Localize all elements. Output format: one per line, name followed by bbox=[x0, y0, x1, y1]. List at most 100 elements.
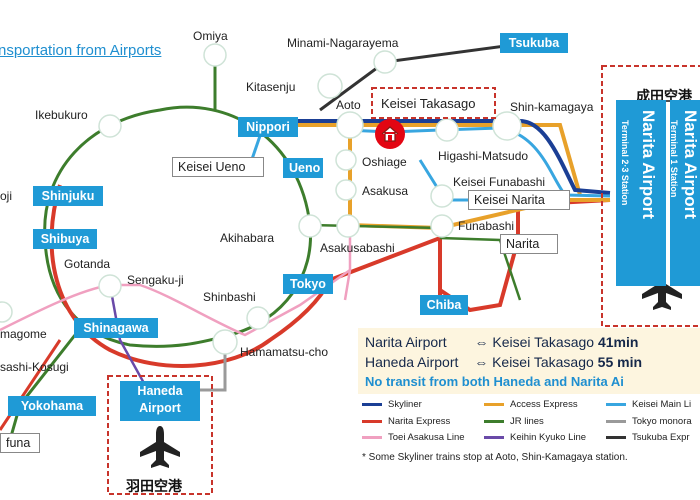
label-asakusa: Asakusa bbox=[362, 184, 409, 198]
legend-jr-lines: JR lines bbox=[484, 416, 544, 428]
legend-swatch-tokyo-monorail bbox=[606, 419, 626, 423]
station-kitasenju-node bbox=[317, 73, 343, 99]
label-joji: oji bbox=[0, 189, 13, 203]
plane-icon-narita bbox=[642, 268, 682, 310]
narita-airport-label-cut: Narita Airport bbox=[681, 110, 700, 219]
toei-asakusa-line bbox=[0, 225, 352, 337]
box-chiba: Chiba bbox=[420, 295, 468, 315]
label-asakusabashi: Asakusabashi bbox=[320, 241, 395, 255]
legend-skyliner: Skyliner bbox=[362, 399, 422, 411]
label-magome: magome bbox=[0, 327, 47, 341]
legend-swatch-keisei-main bbox=[606, 402, 626, 406]
box-haneda-airport: Haneda Airport bbox=[120, 381, 200, 421]
station-oshiage-node bbox=[335, 149, 357, 171]
station-shin-kamagaya-node bbox=[492, 111, 522, 141]
info-row1-to: ⇔ Keisei Takasago bbox=[474, 334, 595, 350]
map-title: nsportation from Airports bbox=[0, 42, 162, 59]
legend-label-keihin-kyuko: Keihin Kyuko Line bbox=[510, 432, 587, 443]
legend-label-skyliner: Skyliner bbox=[388, 399, 422, 410]
legend-swatch-toei-asakusa bbox=[362, 435, 382, 439]
station-asakusa-node bbox=[335, 179, 357, 201]
label-gotanda: Gotanda bbox=[64, 257, 111, 271]
legend-narita-express: Narita Express bbox=[362, 416, 450, 428]
info-row3: No transit from both Haneda and Narita A… bbox=[365, 374, 624, 389]
legend-toei-asakusa: Toei Asakusa Line bbox=[362, 432, 465, 444]
label-hamamatsu-cho: Hamamatsu-cho bbox=[240, 345, 329, 359]
info-row2-time: 55 min bbox=[597, 354, 643, 370]
legend-swatch-narita-express bbox=[362, 419, 382, 423]
legend-tsukuba-express: Tsukuba Expr bbox=[606, 432, 690, 444]
station-keisei-funabashi-node bbox=[430, 184, 454, 208]
legend-label-jr-lines: JR lines bbox=[510, 416, 544, 427]
box-narita: Narita bbox=[500, 234, 558, 254]
station-aoto-node bbox=[336, 111, 364, 139]
station-hamamatsu-cho-node bbox=[212, 329, 238, 355]
label-kitasenju: Kitasenju bbox=[246, 80, 296, 94]
home-icon bbox=[375, 119, 405, 149]
legend-keisei-main: Keisei Main Li bbox=[606, 399, 691, 411]
legend-access-express: Access Express bbox=[484, 399, 578, 411]
label-minami-nagarayema: Minami-Nagarayema bbox=[287, 36, 399, 50]
station-gotanda-node bbox=[98, 274, 122, 298]
legend-label-keisei-main: Keisei Main Li bbox=[632, 399, 692, 410]
skyliner-line bbox=[260, 119, 611, 195]
label-shinbashi: Shinbashi bbox=[203, 290, 256, 304]
legend-label-access-express: Access Express bbox=[510, 399, 578, 410]
box-nippori: Nippori bbox=[238, 117, 298, 137]
label-shin-kamagaya: Shin-kamagaya bbox=[510, 100, 594, 114]
box-tokyo: Tokyo bbox=[283, 274, 333, 294]
narita-terminal-23-label: Terminal 2·3 Station bbox=[620, 120, 630, 206]
label-akihabara: Akihabara bbox=[220, 231, 275, 245]
box-keisei-takasago: Keisei Takasago bbox=[381, 96, 476, 111]
legend-tokyo-monorail: Tokyo monora bbox=[606, 416, 692, 428]
box-ueno: Ueno bbox=[283, 158, 323, 178]
skyliner-note: * Some Skyliner trains stop at Aoto, Shi… bbox=[362, 452, 628, 463]
legend-label-narita-express: Narita Express bbox=[388, 416, 451, 427]
station-shinbashi-node bbox=[246, 306, 270, 330]
legend-swatch-jr-lines bbox=[484, 419, 504, 423]
box-shinagawa: Shinagawa bbox=[74, 318, 158, 338]
station-omiya-node bbox=[203, 43, 227, 67]
haneda-jp-label: 羽田空港 bbox=[126, 478, 182, 494]
box-shibuya: Shibuya bbox=[33, 229, 97, 249]
legend-swatch-tsukuba-express bbox=[606, 435, 626, 439]
legend-label-tsukuba-express: Tsukuba Expr bbox=[632, 432, 690, 443]
info-row1-from: Narita Airport bbox=[365, 334, 447, 350]
box-keisei-ueno: Keisei Ueno bbox=[172, 157, 264, 177]
narita-terminal-1-panel: Narita Airport Terminal 1 Station bbox=[670, 100, 700, 286]
keisei-takasago-frame bbox=[371, 87, 496, 119]
legend-swatch-access-express bbox=[484, 402, 504, 406]
box-tsukuba: Tsukuba bbox=[500, 33, 568, 53]
legend-swatch-keihin-kyuko bbox=[484, 435, 504, 439]
narita-airport-label: Narita Airport bbox=[639, 110, 658, 219]
box-yokohama: Yokohama bbox=[8, 396, 96, 416]
info-row2-from: Haneda Airport bbox=[365, 354, 459, 370]
info-row2-to: ⇔ Keisei Takasago bbox=[474, 354, 594, 370]
jr-sobu-line bbox=[309, 223, 441, 230]
station-higashi-matsudo-node bbox=[435, 118, 459, 142]
label-sengaku-ji: Sengaku-ji bbox=[127, 273, 184, 287]
label-funabashi: Funabashi bbox=[458, 219, 515, 233]
info-row1-time: 41min bbox=[597, 334, 639, 350]
box-shinjuku: Shinjuku bbox=[33, 186, 103, 206]
narita-terminal-23-panel: Narita Airport Terminal 2·3 Station bbox=[616, 100, 666, 286]
travel-time-info: Narita Airport ⇔ Keisei Takasago 41min H… bbox=[358, 328, 700, 394]
jr-yokohama-line bbox=[8, 334, 77, 441]
narita-airport-frame bbox=[601, 65, 700, 327]
label-ikebukuro: Ikebukuro bbox=[35, 108, 88, 122]
label-aoto: Aoto bbox=[336, 98, 361, 112]
label-omiya: Omiya bbox=[193, 29, 228, 43]
tokyo-monorail-line bbox=[188, 342, 227, 392]
station-akihabara-node bbox=[298, 214, 322, 238]
label-musashi-kosugi: sashi-Kosugi bbox=[0, 360, 69, 374]
station-minami-nagarayema-node bbox=[373, 50, 397, 74]
label-keisei-funabashi: Keisei Funabashi bbox=[453, 175, 546, 189]
legend-label-toei-asakusa: Toei Asakusa Line bbox=[388, 432, 465, 443]
narita-terminal-1-label: Terminal 1 Station bbox=[670, 120, 679, 198]
legend-swatch-skyliner bbox=[362, 402, 382, 406]
box-ofuna: funa bbox=[0, 433, 40, 453]
jr-yamanote-loop bbox=[43, 105, 313, 348]
station-funabashi-node bbox=[430, 214, 454, 238]
label-oshiage: Oshiage bbox=[362, 155, 407, 169]
